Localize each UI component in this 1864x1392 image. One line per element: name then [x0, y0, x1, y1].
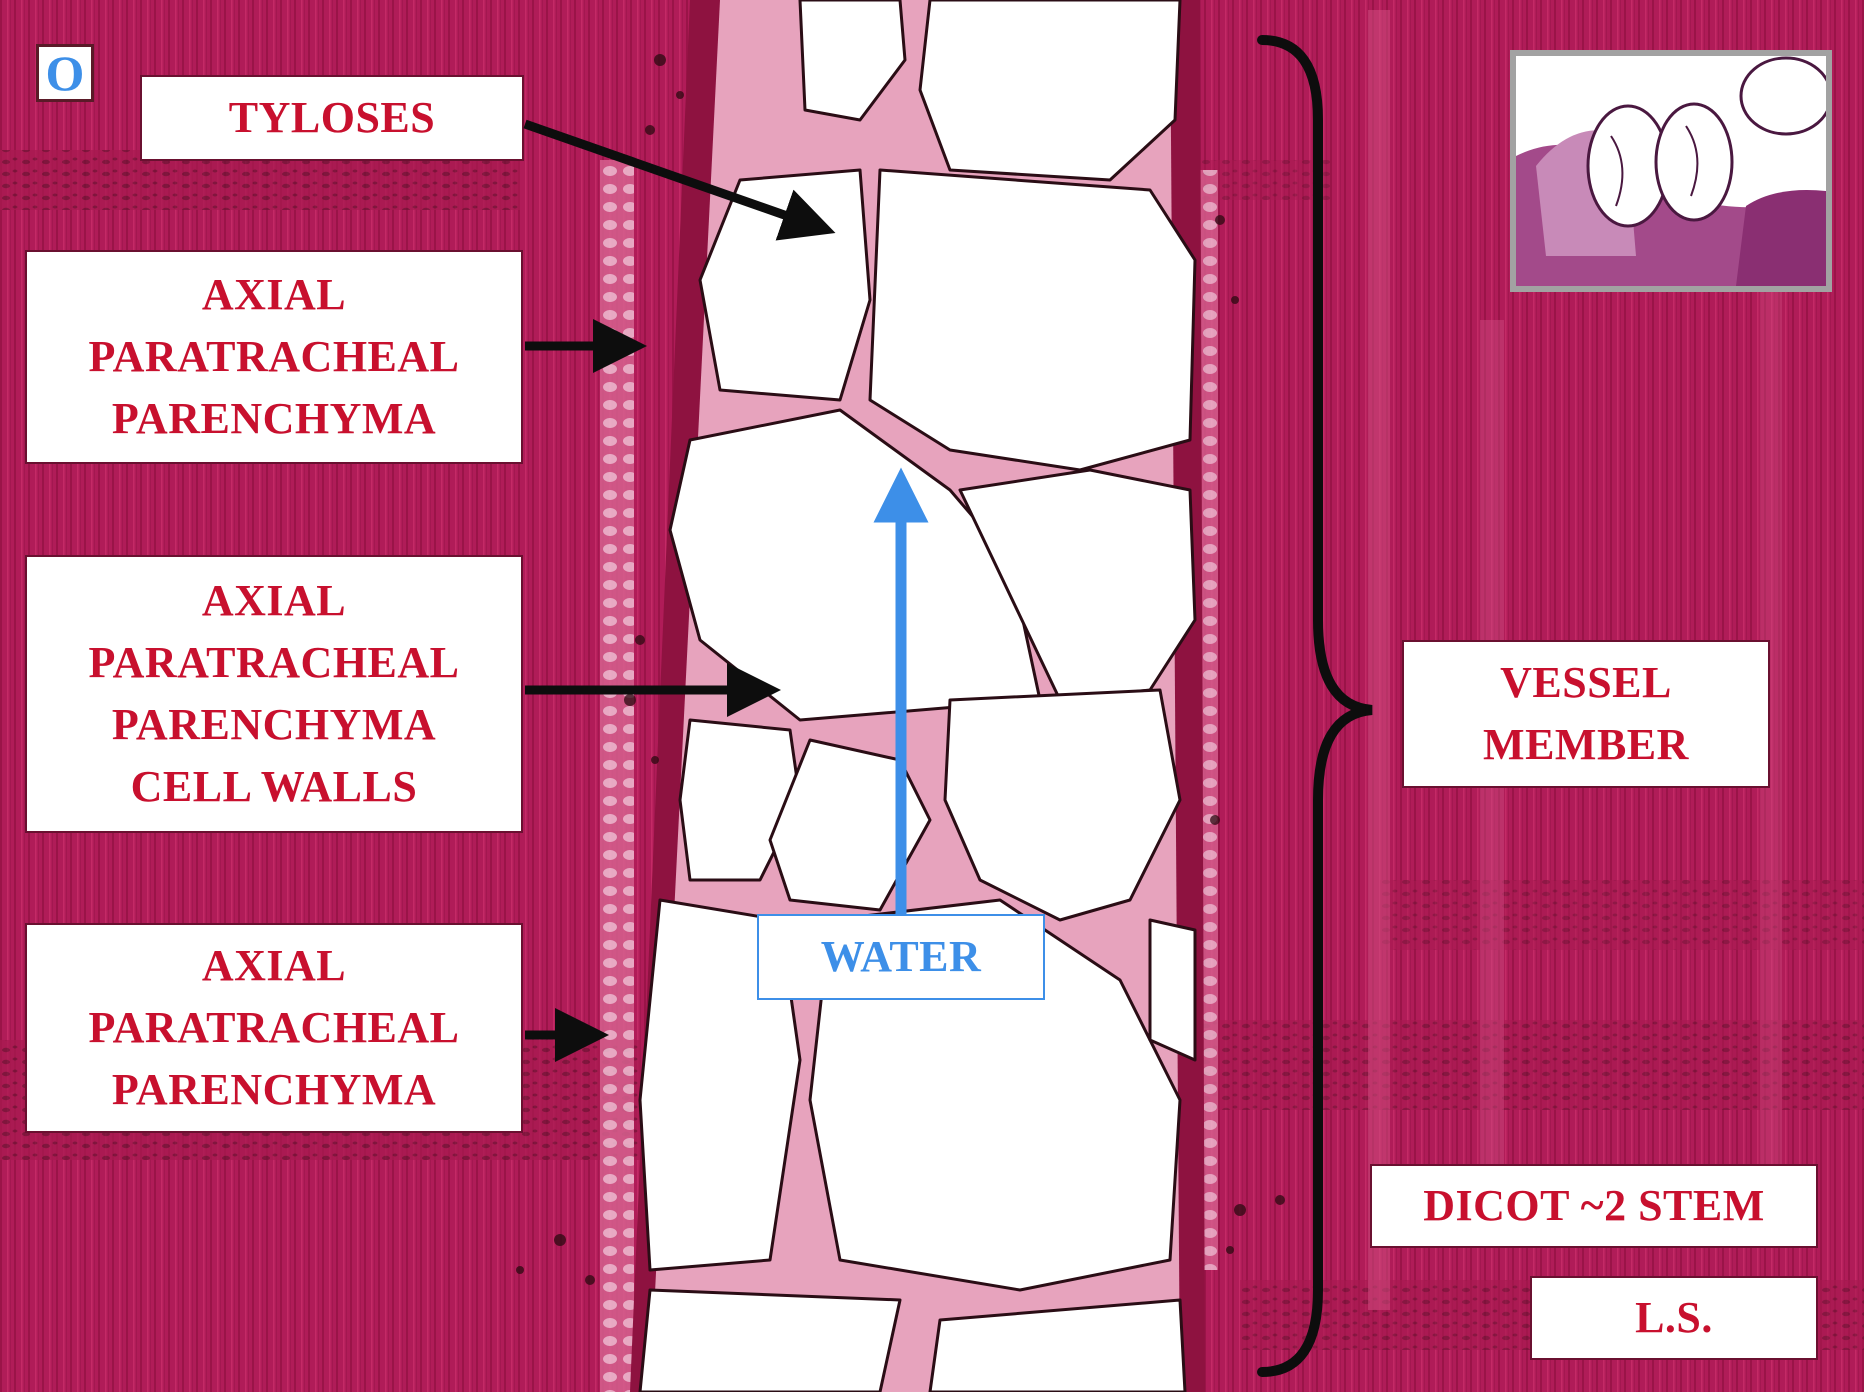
- label-water: WATER: [757, 914, 1045, 1000]
- inset-overview-image: [1510, 50, 1832, 292]
- label-axial-parenchyma-1: AXIAL PARATRACHEAL PARENCHYMA: [25, 250, 523, 464]
- label-line: PARATRACHEAL: [27, 632, 521, 694]
- label-line: PARENCHYMA: [27, 1059, 521, 1121]
- label-axial-parenchyma-2: AXIAL PARATRACHEAL PARENCHYMA: [25, 923, 523, 1133]
- label-section-text: L.S.: [1532, 1287, 1816, 1349]
- label-axial-parenchyma-cell-walls: AXIAL PARATRACHEAL PARENCHYMA CELL WALLS: [25, 555, 523, 833]
- label-line: AXIAL: [27, 570, 521, 632]
- label-water-text: WATER: [759, 926, 1043, 988]
- label-line: PARATRACHEAL: [27, 997, 521, 1059]
- label-tyloses: TYLOSES: [140, 75, 524, 161]
- label-line: PARATRACHEAL: [27, 326, 521, 388]
- label-specimen-text: DICOT ~2 STEM: [1372, 1175, 1816, 1237]
- label-line: PARENCHYMA: [27, 388, 521, 450]
- label-section-type: L.S.: [1530, 1276, 1818, 1360]
- label-line: MEMBER: [1404, 714, 1768, 776]
- label-line: PARENCHYMA: [27, 694, 521, 756]
- label-vessel-member: VESSEL MEMBER: [1402, 640, 1770, 788]
- label-line: VESSEL: [1404, 652, 1768, 714]
- inset-cross-section: [1516, 56, 1826, 286]
- label-line: CELL WALLS: [27, 756, 521, 818]
- label-tyloses-text: TYLOSES: [142, 87, 522, 149]
- panel-letter: O: [36, 44, 94, 102]
- label-specimen: DICOT ~2 STEM: [1370, 1164, 1818, 1248]
- label-line: AXIAL: [27, 264, 521, 326]
- label-line: AXIAL: [27, 935, 521, 997]
